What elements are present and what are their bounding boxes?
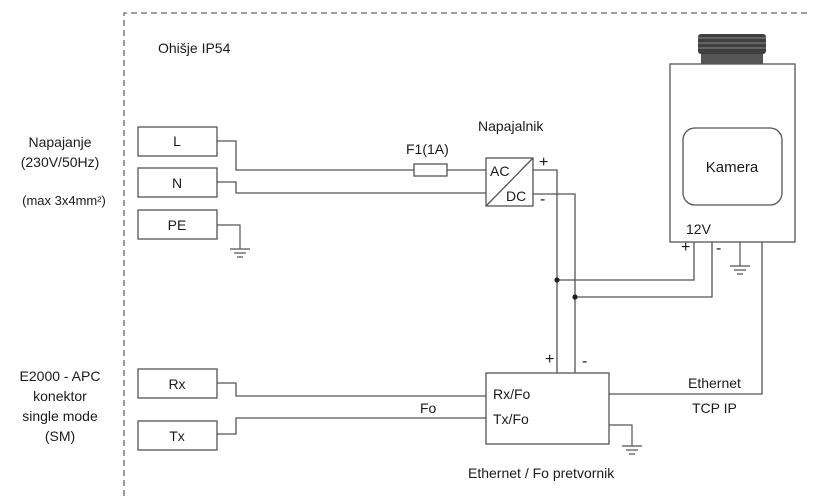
wire-dc-plus [533, 169, 558, 373]
fuse-label: F1(1A) [406, 141, 449, 157]
junction-minus [572, 294, 578, 300]
camera: Kamera 12V [669, 34, 796, 243]
camera-voltage: 12V [686, 221, 712, 237]
wire-ethernet [609, 242, 763, 395]
wire-tx [217, 417, 486, 435]
wire-l [217, 140, 414, 171]
camera-label: Kamera [706, 159, 759, 176]
fiber-input-label: E2000 - APC konektor single mode (SM) [20, 368, 101, 444]
power-supply-plus: + [539, 154, 548, 171]
fiber-connector-word: konektor [33, 388, 87, 404]
converter-plus: + [545, 351, 554, 368]
ethernet-protocol: TCP IP [692, 400, 737, 416]
fuse-label-rating: (1A) [422, 141, 448, 157]
terminal-l-label: L [173, 133, 181, 149]
power-supply-dc: DC [506, 188, 526, 204]
terminal-pe-label: PE [168, 217, 187, 233]
power-supply-minus: - [540, 191, 545, 208]
power-input-label: Napajanje (230V/50Hz) (max 3x4mm²) [21, 134, 106, 208]
terminal-n: N [137, 167, 218, 198]
fiber-mode: single mode [22, 408, 98, 424]
terminal-rx-label: Rx [168, 376, 185, 392]
camera-lens-collar [701, 54, 763, 64]
converter-minus: - [582, 353, 587, 370]
camera-lens-cap [698, 34, 766, 54]
camera-module [682, 127, 783, 206]
wire-dc-minus [533, 193, 576, 373]
junction-plus [554, 277, 560, 283]
ground-converter [609, 424, 642, 455]
converter-title: Ethernet / Fo pretvornik [468, 465, 615, 481]
camera-minus: - [716, 240, 721, 257]
wire-camera-plus [557, 242, 695, 281]
converter: Rx/Fo Tx/Fo [485, 372, 610, 445]
enclosure-label: Ohišje IP54 [158, 40, 231, 56]
terminal-tx-label: Tx [169, 428, 185, 444]
power-input-voltage: (230V/50Hz) [21, 154, 100, 170]
terminal-tx: Tx [137, 420, 218, 451]
camera-plus: + [681, 239, 690, 256]
fo-label: Fo [420, 400, 437, 416]
enclosure-border [123, 12, 810, 496]
wire-camera-minus [575, 242, 713, 298]
terminal-rx: Rx [137, 368, 218, 399]
wire-n [217, 181, 486, 194]
terminal-n-label: N [172, 175, 182, 191]
converter-rx: Rx/Fo [493, 386, 531, 402]
power-supply: AC DC [485, 157, 534, 207]
fuse-f1 [413, 163, 448, 177]
fuse-label-main: F1 [406, 141, 423, 157]
ground-camera [730, 242, 750, 275]
ground-pe [217, 224, 250, 258]
wire-rx [217, 382, 486, 397]
ethernet-label: Ethernet [688, 375, 741, 391]
power-input-cable: (max 3x4mm²) [22, 193, 106, 208]
converter-tx: Tx/Fo [493, 411, 529, 427]
power-input-title: Napajanje [28, 134, 91, 150]
fiber-connector-type: E2000 - APC [20, 368, 101, 384]
fiber-mode-abbrev: (SM) [45, 428, 75, 444]
power-supply-title: Napajalnik [478, 118, 544, 134]
terminal-pe: PE [137, 209, 218, 240]
power-supply-ac: AC [490, 163, 509, 179]
terminal-l: L [137, 126, 218, 157]
